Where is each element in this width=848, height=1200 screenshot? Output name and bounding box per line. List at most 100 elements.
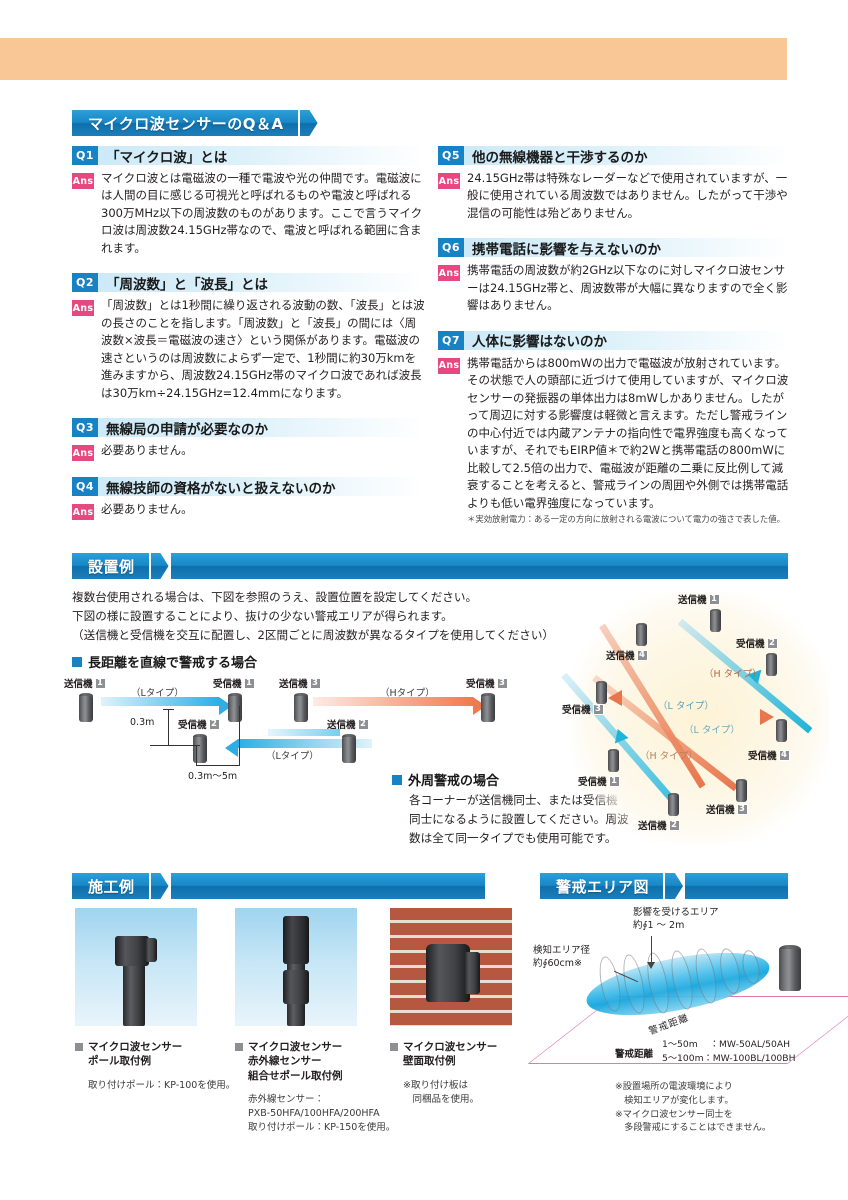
caption-body-1: 取り付けポール：KP-100を使用。: [88, 1080, 236, 1091]
ans-badge: Ans: [438, 265, 460, 282]
distance-table-label: 警戒距離: [615, 1049, 654, 1060]
distance-range: 5～100m: [662, 1052, 704, 1064]
top-orange-banner: [0, 38, 787, 80]
install-intro-line2: 下図の様に設置することにより、抜けの少ない警戒エリアが得られます。: [72, 609, 453, 623]
type-label-l-bottom: （Lタイプ）: [266, 751, 319, 762]
subtitle-straight-line: 長距離を直線で警戒する場合: [72, 652, 257, 671]
photo-sensor-head: [283, 970, 309, 1004]
bullet-square-icon: [72, 656, 82, 667]
distance-table: 1～50m ：MW-50AL/50AH 5～100m：MW-100BL/100B…: [662, 1038, 795, 1066]
caption-line1: マイクロ波センサー: [88, 1041, 183, 1053]
device-label-num: 2: [668, 819, 680, 831]
q-title: 「マイクロ波」とは: [98, 146, 425, 165]
ans-badge: Ans: [72, 445, 94, 462]
device-label-num: 2: [357, 718, 369, 730]
device-label-text: 送信機: [279, 679, 308, 690]
caption-title-3: マイクロ波センサー 壁面取付例: [390, 1040, 530, 1069]
device-label-num: 2: [766, 637, 778, 649]
distance-models: MW-50AL/50AH: [718, 1039, 791, 1050]
perim-device-transmitter-3: [736, 778, 747, 802]
qa-item-q3-answer: Ans 必要ありません。: [72, 442, 425, 462]
alert-area-figure: 影響を受けるエリア 約∮1 ～ 2m 検知エリア径 約∮60cm※ 警戒距離: [525, 900, 848, 1070]
perim-device-transmitter-2: [668, 792, 679, 816]
device-transmitter-2: [342, 733, 356, 763]
bullet-square-icon: [392, 774, 402, 785]
ans-text-body: 携帯電話からは800mWの出力で電磁波が放射されています。その状態で人の頭部に近…: [467, 355, 789, 510]
area-notes: ※設置場所の電波環境により 検知エリアが変化します。 ※マイクロ波センサー同士を…: [615, 1080, 771, 1135]
dim-horizontal-line: [196, 765, 240, 766]
perim-label-transmitter-2: 送信機 2: [638, 818, 680, 832]
perim-label-receiver-3: 受信機 3: [562, 702, 604, 716]
q-badge: Q2: [72, 273, 98, 293]
perim-device-receiver-3: [596, 680, 607, 704]
device-label-num: 3: [592, 703, 604, 715]
q-title: 無線局の申請が必要なのか: [98, 418, 425, 438]
annotation-affected-line1: 影響を受けるエリア: [633, 907, 719, 918]
qa-item-q7-question: Q7 人体に影響はないのか: [438, 330, 790, 350]
q-title: 人体に影響はないのか: [464, 330, 790, 350]
device-label-num: 1: [608, 775, 620, 787]
section-header-qa-label: マイクロ波センサーのQ＆A: [72, 110, 298, 136]
device-label-num: 1: [243, 677, 255, 689]
section-header-install-label: 設置例: [72, 553, 149, 579]
caption-title-1-text: マイクロ波センサー ポール取付例: [88, 1040, 182, 1069]
section-header-install: 設置例: [72, 553, 788, 579]
qa-item-q4-answer: Ans 必要ありません。: [72, 501, 425, 521]
ans-text: 必要ありません。: [101, 502, 193, 517]
qa-item-q2-answer: Ans 「周波数」とは1秒間に繰り返される波動の数、「波長」とは波の長さのことを…: [72, 297, 425, 402]
perim-device-receiver-1: [608, 748, 619, 772]
q-badge: Q4: [72, 477, 98, 497]
q-badge: Q1: [72, 146, 98, 165]
qa-item-q5-question: Q5 他の無線機器と干渉するのか: [438, 146, 790, 165]
photo-combined-mount: [235, 908, 357, 1026]
qa-item-q7-answer: Ans 携帯電話からは800mWの出力で電磁波が放射されています。その状態で人の…: [438, 355, 790, 526]
qa-item-q1-question: Q1 「マイクロ波」とは: [72, 146, 425, 165]
beam-h-type: [313, 697, 473, 706]
q-badge: Q6: [438, 238, 464, 258]
caption-line1: マイクロ波センサー: [403, 1041, 498, 1053]
caption-title-2: マイクロ波センサー 赤外線センサー 組合せポール取付例: [235, 1040, 385, 1083]
q-title: 「周波数」と「波長」とは: [98, 273, 425, 293]
device-label-num: 4: [636, 649, 648, 661]
perim-type-h-upper: （H タイプ）: [704, 669, 762, 680]
photo-sensor-head: [115, 936, 149, 966]
device-label-text: 送信機: [678, 595, 707, 606]
perim-label-transmitter-3: 送信機 3: [706, 802, 748, 816]
section-header-area: 警戒エリア図: [540, 873, 788, 899]
perim-label-receiver-4: 受信機 4: [748, 748, 790, 762]
perim-type-h-lower: （H タイプ）: [640, 751, 698, 762]
device-label-num: 2: [208, 718, 220, 730]
device-label-receiver-2: 受信機 2: [178, 717, 220, 731]
caption-body-3: ※取り付け板は 同梱品を使用。: [403, 1080, 480, 1105]
section-header-construction-label: 施工例: [72, 873, 149, 899]
dim-label-vertical: 0.3m: [130, 717, 155, 728]
photo-ir-sensor: [283, 916, 309, 964]
caption-title-3-text: マイクロ波センサー 壁面取付例: [403, 1040, 497, 1069]
perim-label-transmitter-4: 送信機 4: [606, 648, 648, 662]
device-body: [710, 611, 721, 632]
ans-text: 「周波数」とは1秒間に繰り返される波動の数、「波長」とは波の長さのことを指します…: [101, 298, 425, 400]
q-title: 携帯電話に影響を与えないのか: [464, 238, 790, 258]
device-body: [342, 737, 356, 763]
install-intro-line1: 複数台使用される場合は、下図を参照のうえ、設置位置を設定してください。: [72, 590, 478, 604]
beam-l-type-2-stub: [268, 729, 340, 736]
device-body: [596, 683, 607, 704]
dim-label-horizontal: 0.3m～5m: [188, 771, 238, 782]
device-label-num: 3: [309, 677, 321, 689]
device-label-num: 4: [778, 749, 790, 761]
photo-sensor-head: [426, 944, 470, 1002]
caption-body-2: 赤外線センサー： PXB-50HFA/100HFA/200HFA 取り付けポール…: [248, 1094, 396, 1133]
perim-device-transmitter-4: [636, 622, 647, 646]
bullet-square-icon: [75, 1043, 83, 1051]
ans-badge: Ans: [72, 300, 94, 317]
q-badge: Q5: [438, 146, 464, 165]
q-badge: Q7: [438, 330, 464, 350]
qa-item-q1-answer: Ans マイクロ波とは電磁波の一種で電波や光の仲間です。電磁波には人間の目に感じ…: [72, 170, 425, 257]
dim-vertical-line: [168, 710, 169, 746]
qa-column-left: Q1 「マイクロ波」とは Ans マイクロ波とは電磁波の一種で電波や光の仲間です…: [72, 146, 425, 536]
device-label-text: 受信機: [213, 679, 242, 690]
caption-title-2-text: マイクロ波センサー 赤外線センサー 組合せポール取付例: [248, 1040, 343, 1083]
perim-label-receiver-1: 受信機 1: [578, 774, 620, 788]
device-body: [668, 795, 679, 816]
caption-line2: ポール取付例: [88, 1055, 151, 1068]
